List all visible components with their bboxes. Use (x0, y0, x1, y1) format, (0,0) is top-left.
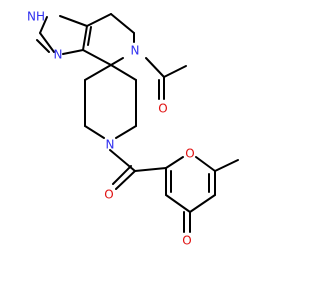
bond (109, 149, 136, 172)
acetyl-group (145, 57, 187, 100)
tetrahydropyridine-n-label: N (131, 44, 140, 58)
bond (163, 65, 187, 78)
acetyl-oxygen-label: O (158, 102, 167, 116)
bond (110, 64, 137, 81)
bond (112, 165, 132, 185)
bond (165, 156, 184, 169)
molecule-canvas: NH N N N O O O O (27, 10, 239, 248)
imidazole-ring (36, 15, 92, 55)
atom-labels: NH N N N O O O O (27, 10, 195, 248)
bond (115, 125, 137, 139)
bond (39, 32, 55, 53)
bond (110, 57, 124, 66)
bond (87, 26, 92, 46)
bond (39, 16, 48, 34)
nh-label: NH (27, 10, 45, 24)
imidazole-n-label: N (54, 48, 63, 62)
structure-diagram: NH N N N O O O O (27, 10, 239, 248)
bond (115, 170, 136, 190)
bond (84, 125, 105, 139)
piperidine-n-label: N (106, 138, 115, 152)
bond (165, 194, 191, 213)
piperidine-ring (84, 64, 137, 139)
pyranone-ring (165, 156, 239, 233)
bond (145, 57, 165, 78)
tetrahydropyridine-ring (82, 13, 135, 66)
bond (86, 13, 112, 27)
bond (214, 159, 239, 172)
pyranone-oxygen-label: O (182, 234, 191, 248)
amide-linker (109, 149, 167, 190)
amide-oxygen-label: O (104, 188, 113, 202)
bond (82, 25, 88, 51)
bond (189, 194, 216, 213)
bond (82, 49, 112, 66)
bond (195, 156, 216, 172)
bond (59, 15, 88, 27)
bond (62, 49, 84, 55)
bond (36, 39, 50, 53)
bond (110, 13, 135, 34)
pyran-ring-oxygen-label: O (185, 147, 194, 161)
bond (134, 167, 167, 172)
bond (84, 64, 112, 81)
